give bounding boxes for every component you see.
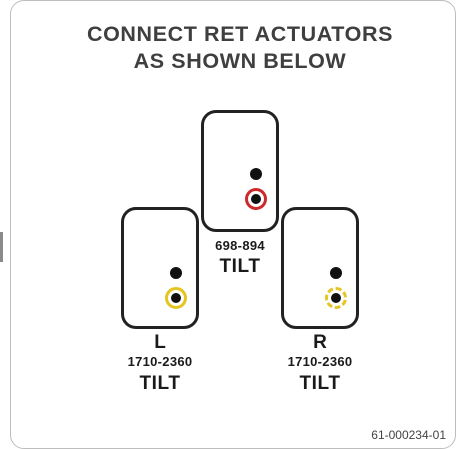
left-port-top-dot xyxy=(170,267,182,279)
center-port-tilt: TILT xyxy=(219,256,261,277)
center-port-box xyxy=(201,110,279,232)
center-port-red-ring-connector xyxy=(245,188,267,210)
center-port-connector-dot xyxy=(251,194,261,204)
heading-line-2: AS SHOWN BELOW xyxy=(133,49,347,73)
part-number: 61-000234-01 xyxy=(371,428,446,442)
heading-line-1: CONNECT RET ACTUATORS xyxy=(86,22,394,46)
left-port-range: 1710-2360 xyxy=(127,354,193,369)
center-port-top-dot xyxy=(250,168,262,180)
right-port-box xyxy=(281,207,359,329)
right-port-connector-dot xyxy=(331,293,341,303)
right-port-tilt: TILT xyxy=(299,373,341,394)
left-port-box xyxy=(121,207,199,329)
left-port-connector-dot xyxy=(171,293,181,303)
left-port-yellow-ring-connector xyxy=(165,287,187,309)
left-port-tilt: TILT xyxy=(139,373,181,394)
right-port-letter: R xyxy=(313,332,327,353)
edge-bracket xyxy=(0,232,3,262)
center-port-range: 698-894 xyxy=(215,238,265,253)
right-port-dashed-yellow-connector xyxy=(325,287,347,309)
left-port-letter: L xyxy=(154,332,166,353)
right-port-range: 1710-2360 xyxy=(287,354,353,369)
right-port-top-dot xyxy=(330,267,342,279)
